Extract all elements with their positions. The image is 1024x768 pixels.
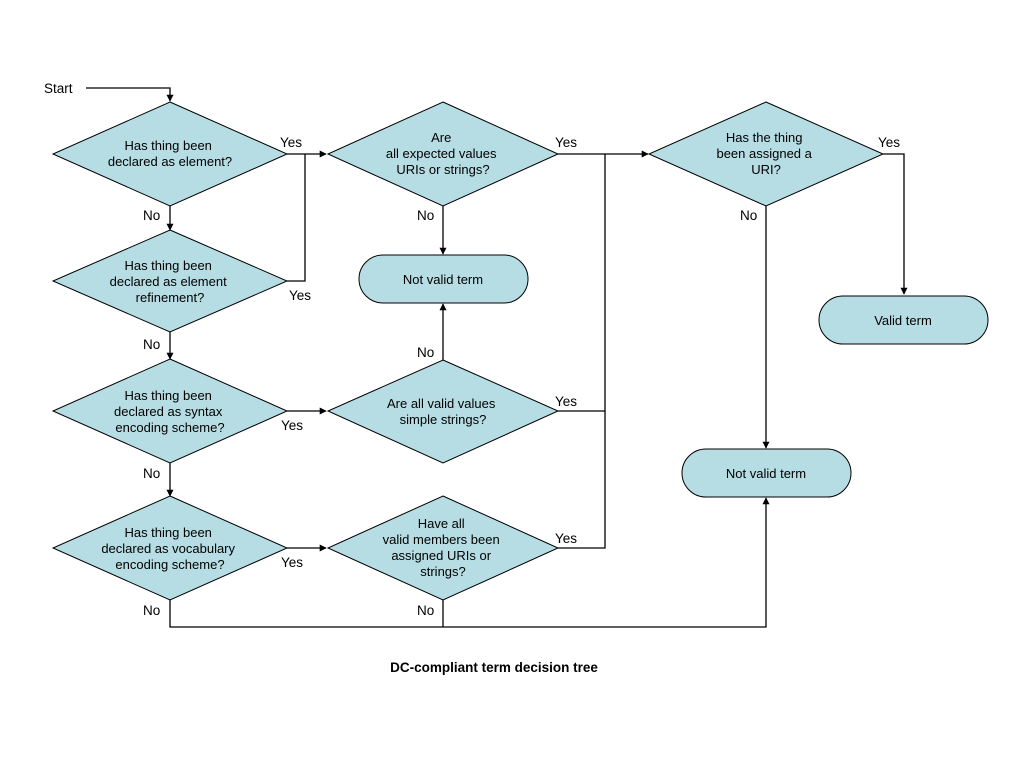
edge-label-refinement-no: No [143, 337, 160, 352]
edge-members-yes [558, 411, 606, 549]
node-t-not-valid-2 [681, 448, 852, 498]
label-q-element: Has thing been declared as element? [108, 138, 232, 169]
label-q-members: Have all valid members been assigned URI… [383, 516, 504, 579]
shapes [51, 101, 989, 601]
label-q-uri: Has the thing been assigned a URI? [716, 130, 815, 177]
label-q-syntax: Has thing been declared as syntax encodi… [114, 388, 226, 435]
edge-label-refinement-yes: Yes [289, 288, 311, 303]
edge-label-element-no: No [143, 208, 160, 223]
label-t-not-valid-2: Not valid term [726, 466, 806, 481]
node-q-refinement [51, 229, 289, 333]
node-q-element [51, 101, 289, 207]
label-t-not-valid-1: Not valid term [403, 272, 483, 287]
node-q-uri [647, 101, 885, 207]
node-q-simple-strings [326, 359, 560, 464]
start-label: Start [44, 81, 73, 96]
edge-label-members-no: No [417, 603, 434, 618]
label-q-vocabulary: Has thing been declared as vocabulary en… [101, 525, 238, 572]
edge-label-uri-yes: Yes [878, 135, 900, 150]
edge-label-uri-no: No [740, 208, 757, 223]
edge-labels: Start Yes No Yes No Yes No Yes No Yes No… [44, 81, 900, 618]
edge-label-simple-yes: Yes [555, 394, 577, 409]
label-t-valid: Valid term [874, 313, 932, 328]
node-q-syntax [51, 358, 289, 464]
edge-label-syntax-no: No [143, 466, 160, 481]
node-q-members [326, 495, 560, 601]
edge-label-element-yes: Yes [280, 135, 302, 150]
edge-label-members-yes: Yes [555, 531, 577, 546]
edge-label-vocabulary-yes: Yes [281, 555, 303, 570]
diagram-caption: DC-compliant term decision tree [390, 660, 598, 675]
edge-label-expected-no: No [417, 208, 434, 223]
label-q-simple-strings: Are all valid values simple strings? [387, 396, 499, 427]
edge-simple-yes [558, 154, 606, 412]
edge-label-vocabulary-no: No [143, 603, 160, 618]
edge-refinement-yes [287, 154, 306, 282]
node-labels: Has thing been declared as element? Has … [101, 130, 931, 579]
label-q-expected-values: Are all expected values URIs or strings? [386, 130, 500, 177]
node-q-vocabulary [51, 495, 289, 601]
edge-start [86, 87, 174, 102]
node-t-not-valid-1 [358, 254, 529, 304]
connectors [86, 87, 908, 628]
node-q-expected-values [326, 101, 560, 207]
label-q-refinement: Has thing been declared as element refin… [110, 258, 231, 305]
node-t-valid [818, 295, 989, 345]
edge-label-syntax-yes: Yes [281, 418, 303, 433]
edge-uri-yes [883, 153, 908, 295]
edge-vocabulary-no [169, 497, 770, 628]
edge-label-expected-yes: Yes [555, 135, 577, 150]
edge-label-simple-no: No [417, 345, 434, 360]
